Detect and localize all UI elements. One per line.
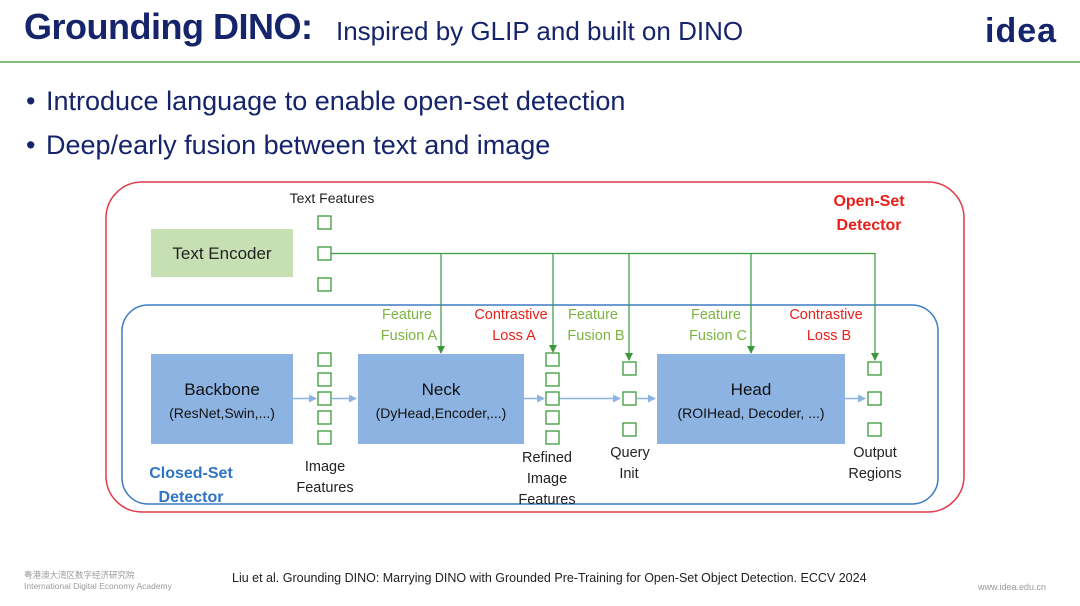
fusion-c-label-line1: Feature bbox=[691, 307, 741, 323]
logo-text: idea bbox=[985, 12, 1058, 50]
closed-set-label-line2: Detector bbox=[159, 489, 224, 506]
fusion-c-label-line2: Fusion C bbox=[689, 328, 747, 344]
text-feature-square bbox=[317, 246, 332, 261]
bullet-dot-icon: • bbox=[26, 86, 36, 116]
closed-set-detector-box bbox=[121, 304, 939, 505]
refined-feature-square bbox=[545, 410, 560, 425]
image-feature-square bbox=[317, 372, 332, 387]
closed-set-label-line1: Closed-Set bbox=[149, 465, 233, 482]
image-feature-square bbox=[317, 352, 332, 367]
loss-b-label-line1: Contrastive bbox=[789, 307, 862, 323]
text-feature-square bbox=[317, 277, 332, 292]
text-encoder-box bbox=[151, 229, 293, 277]
slide-title: Grounding DINO: bbox=[24, 6, 313, 47]
neck-subtitle: (DyHead,Encoder,...) bbox=[376, 405, 507, 421]
query-init-label-line2: Init bbox=[619, 466, 638, 482]
neck-box bbox=[358, 354, 524, 444]
refined-feature-square bbox=[545, 372, 560, 387]
refined-feature-square bbox=[545, 430, 560, 445]
refined-features-label-line2: Image bbox=[527, 471, 567, 487]
fusion-b-label-line2: Fusion B bbox=[567, 328, 624, 344]
image-feature-square bbox=[317, 410, 332, 425]
image-feature-square bbox=[317, 391, 332, 406]
query-square bbox=[622, 391, 637, 406]
backbone-title: Backbone bbox=[184, 380, 260, 399]
output-square bbox=[867, 391, 882, 406]
query-square bbox=[622, 361, 637, 376]
refined-features-label-line1: Refined bbox=[522, 450, 572, 466]
image-feature-square bbox=[317, 430, 332, 445]
open-set-label-line2: Detector bbox=[837, 217, 902, 234]
bullet-item: • Introduce language to enable open-set d… bbox=[26, 86, 625, 117]
fusion-b-label-line1: Feature bbox=[568, 307, 618, 323]
open-set-label-line1: Open-Set bbox=[833, 193, 905, 210]
open-set-detector-box bbox=[105, 181, 965, 513]
image-features-label-line1: Image bbox=[305, 459, 345, 475]
bullet-dot-icon: • bbox=[26, 130, 36, 160]
head-subtitle: (ROIHead, Decoder, ...) bbox=[677, 405, 824, 421]
fusion-a-label-line2: Fusion A bbox=[381, 328, 438, 344]
output-regions-label-line2: Regions bbox=[848, 466, 901, 482]
refined-features-label-line3: Features bbox=[518, 492, 575, 508]
header-divider bbox=[0, 61, 1080, 63]
footer-url: www.idea.edu.cn bbox=[978, 582, 1047, 592]
output-square bbox=[867, 422, 882, 437]
bullet-text: Introduce language to enable open-set de… bbox=[46, 86, 626, 116]
footer-organization: 粤港澳大湾区数字经济研究院 International Digital Econ… bbox=[24, 570, 172, 592]
citation: Liu et al. Grounding DINO: Marrying DINO… bbox=[232, 571, 867, 585]
bullet-item: • Deep/early fusion between text and imag… bbox=[26, 130, 550, 161]
org-name-en: International Digital Economy Academy bbox=[24, 581, 172, 591]
head-box bbox=[657, 354, 845, 444]
head-title: Head bbox=[731, 380, 772, 399]
text-features-label: Text Features bbox=[290, 190, 375, 206]
query-init-label-line1: Query bbox=[610, 445, 650, 461]
text-feature-line bbox=[331, 252, 879, 361]
refined-feature-square bbox=[545, 352, 560, 367]
output-square bbox=[867, 361, 882, 376]
text-encoder-label: Text Encoder bbox=[172, 244, 272, 263]
bullet-text: Deep/early fusion between text and image bbox=[46, 130, 551, 160]
image-features-label-line2: Features bbox=[296, 480, 353, 496]
loss-a-label-line2: Loss A bbox=[492, 328, 536, 344]
neck-title: Neck bbox=[422, 380, 461, 399]
org-name-cn: 粤港澳大湾区数字经济研究院 bbox=[24, 570, 135, 580]
loss-a-label-line1: Contrastive bbox=[474, 307, 547, 323]
text-feature-square bbox=[317, 215, 332, 230]
fusion-a-label-line1: Feature bbox=[382, 307, 432, 323]
idea-logo: idea bbox=[985, 12, 1057, 51]
output-regions-label-line1: Output bbox=[853, 445, 897, 461]
query-square bbox=[622, 422, 637, 437]
refined-feature-square bbox=[545, 391, 560, 406]
loss-b-label-line2: Loss B bbox=[807, 328, 851, 344]
slide-subtitle: Inspired by GLIP and built on DINO bbox=[336, 16, 744, 46]
backbone-subtitle: (ResNet,Swin,...) bbox=[169, 405, 275, 421]
backbone-box bbox=[151, 354, 293, 444]
